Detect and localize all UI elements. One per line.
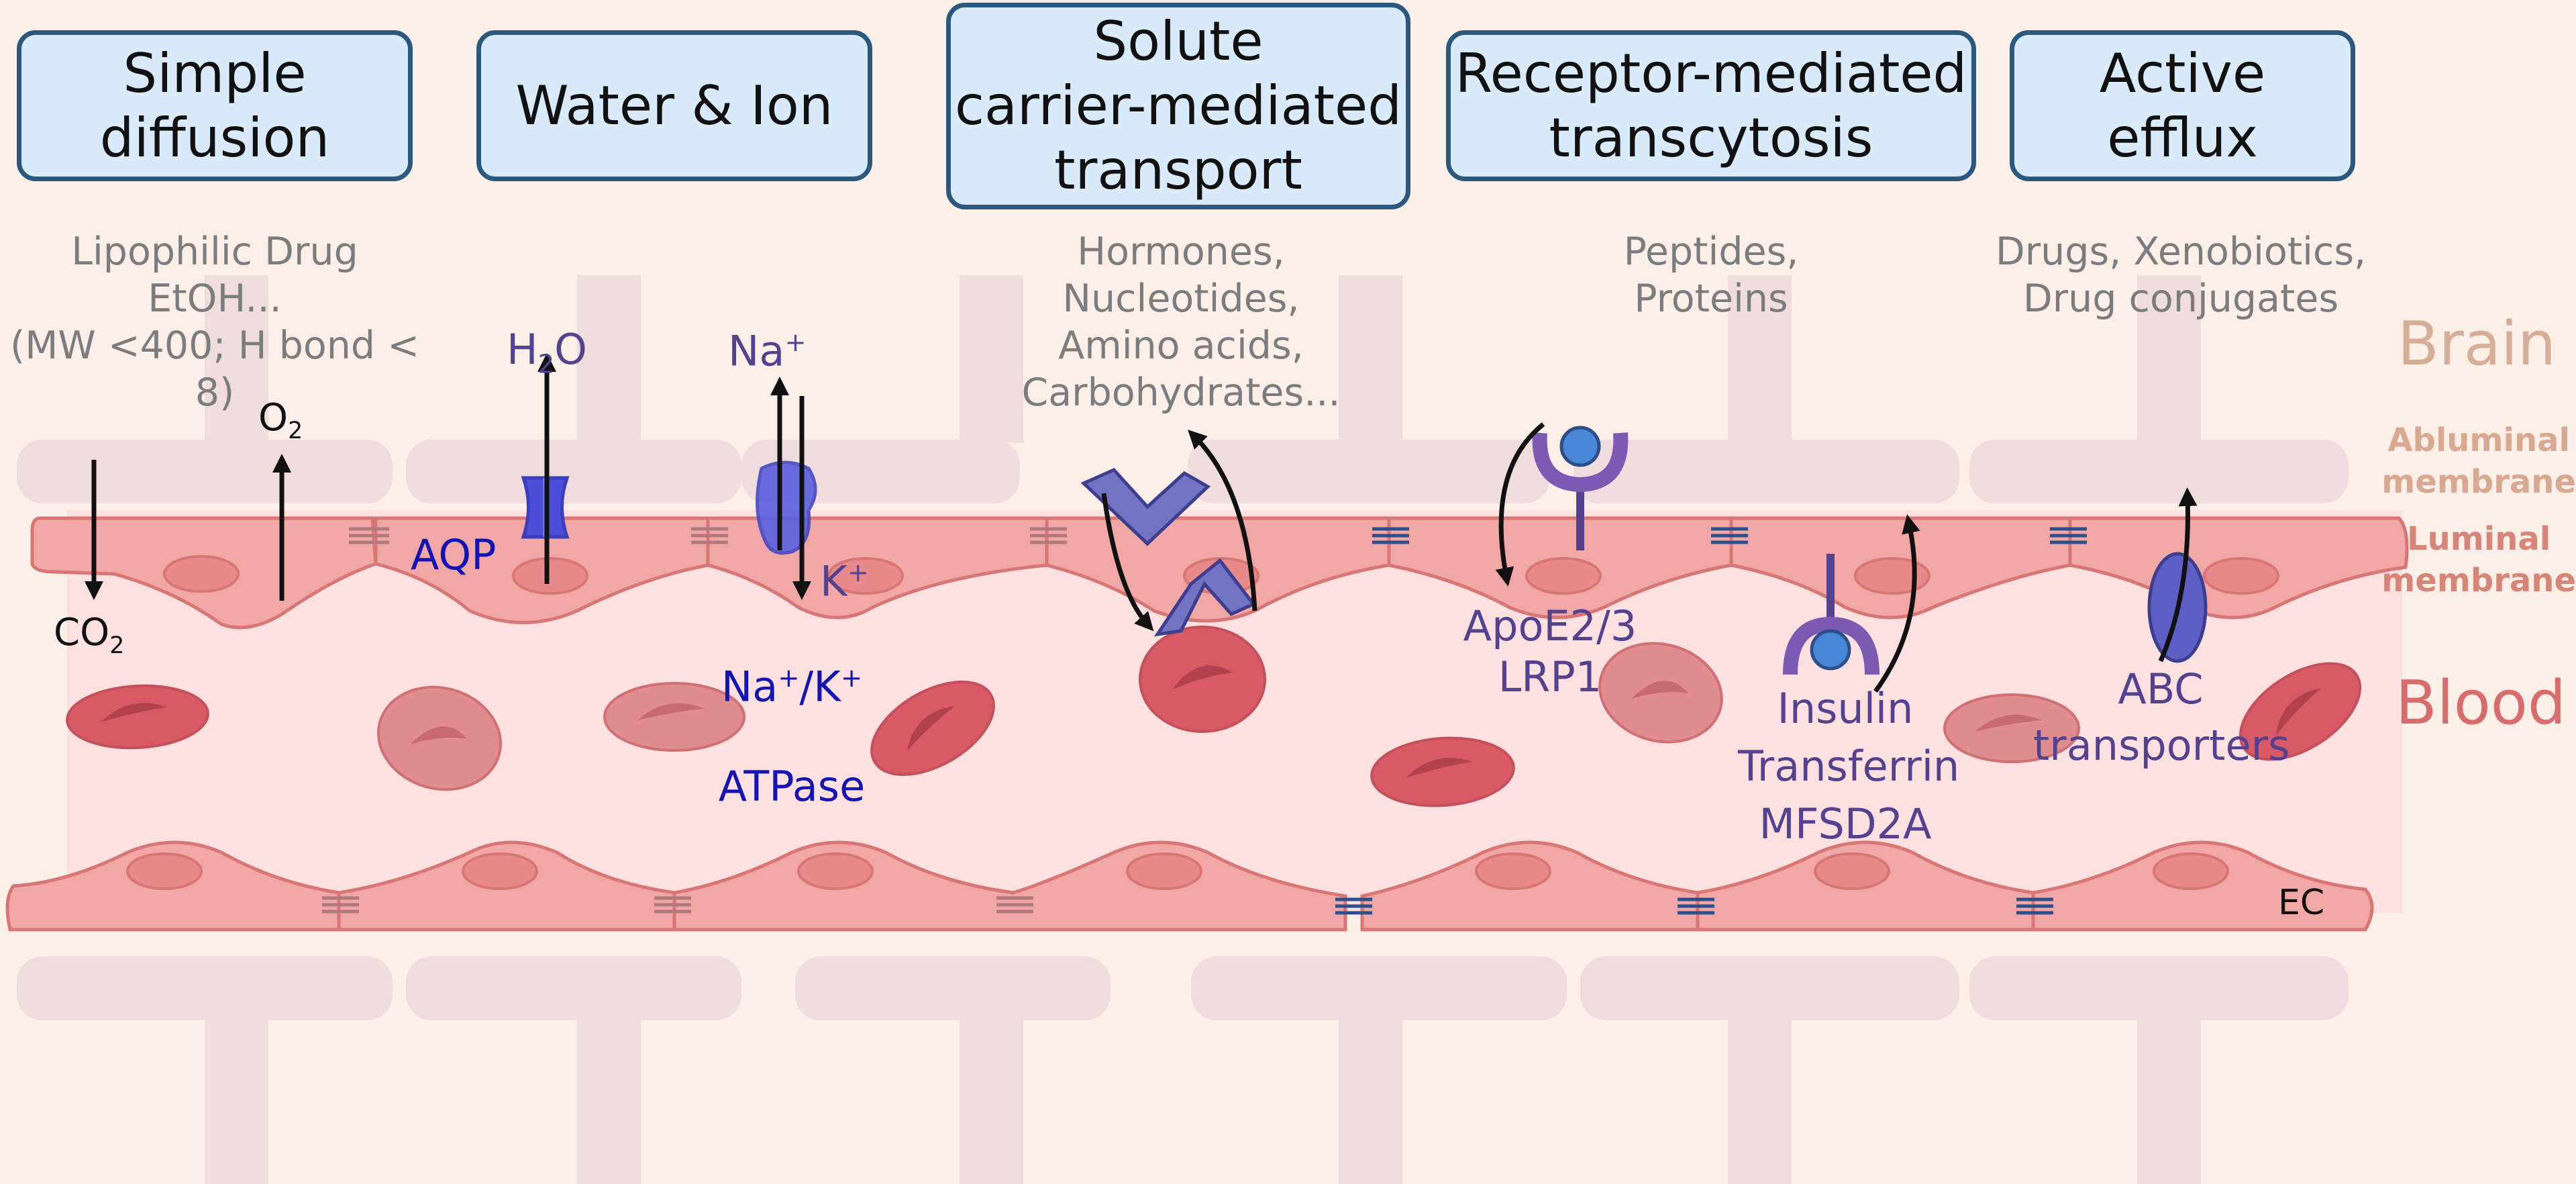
atpase-label: Na+/K+ ATPase [718,662,866,811]
abc-transporters-label: ABC transporters [2033,664,2290,770]
mechanism-box-simple-diffusion: Simple diffusion [17,30,413,181]
ion-arrows [770,377,811,600]
rbc [1139,626,1266,733]
aqp-label: AQP [411,530,497,579]
tight-junctions-faint [322,527,1067,914]
apoe-lrp1-label: ApoE2/3 LRP1 [1463,601,1637,701]
region-abluminal-membrane: Abluminal membrane [2381,422,2576,501]
na-label: Na+ [728,326,807,376]
k-label: K+ [820,556,869,606]
rbc [66,684,209,750]
endothelial-nuclei-bottom [126,852,2229,890]
substrates-transcytosis: Peptides, Proteins [1623,230,1799,321]
mechanism-label: Solute carrier-mediated transport [954,10,1402,201]
rbc [2238,662,2362,761]
mechanism-box-water-ion: Water & Ion [476,30,872,181]
mechanism-label: Simple diffusion [99,42,330,169]
co2-label: CO2 [54,611,125,660]
mechanism-box-receptor-transcytosis: Receptor-mediated transcytosis [1446,30,1976,181]
substrates-active-efflux: Drugs, Xenobiotics, Drug conjugates [1995,230,2367,321]
mechanism-label: Receptor-mediated transcytosis [1455,42,1967,169]
mechanism-label: Water & Ion [515,74,833,137]
substrates-solute-carrier: Hormones, Nucleotides, Amino acids, Carb… [1021,230,1341,415]
region-blood: Blood [2395,668,2566,738]
ec-label: EC [2278,883,2325,923]
insulin-transferrin-label: Insulin Transferrin MFSD2A [1738,684,1960,848]
carrier-arrows [1101,430,1257,632]
red-blood-cells [66,626,2362,807]
lrp1-receptor [1532,426,1629,550]
mechanism-box-active-efflux: Active efflux [2010,30,2355,181]
diffusion-arrows [85,454,291,601]
rbc [1943,693,2080,763]
astrocyte-endfeet-top [17,275,2349,503]
astrocyte-endfeet-bottom [17,956,2349,1184]
efflux-arrow [1188,430,1257,611]
rbc [870,680,995,777]
rbc [377,685,502,791]
abc-efflux-arrow [2158,487,2198,662]
o2-label: O2 [258,396,303,445]
rbc [1598,642,1723,744]
mechanism-label: Active efflux [2099,42,2266,169]
insulin-receptor [1783,554,1879,675]
apoe-arrow [1495,422,1545,587]
solute-carrier [1080,467,1256,637]
region-luminal-membrane: Luminal membrane [2381,520,2576,599]
influx-arrow [1101,493,1154,632]
mechanism-box-solute-carrier: Solute carrier-mediated transport [946,3,1410,209]
rbc [1370,736,1515,807]
rbc [603,682,745,752]
substrates-simple-diffusion: Lipophilic Drug EtOH... (MW <400; H bond… [10,230,419,415]
na-k-atpase-pump [756,460,817,555]
region-brain: Brain [2398,309,2556,379]
transcytosis-arrow [1873,514,1920,693]
tight-junctions [1335,527,2087,915]
h2o-label: H2O [507,325,587,380]
